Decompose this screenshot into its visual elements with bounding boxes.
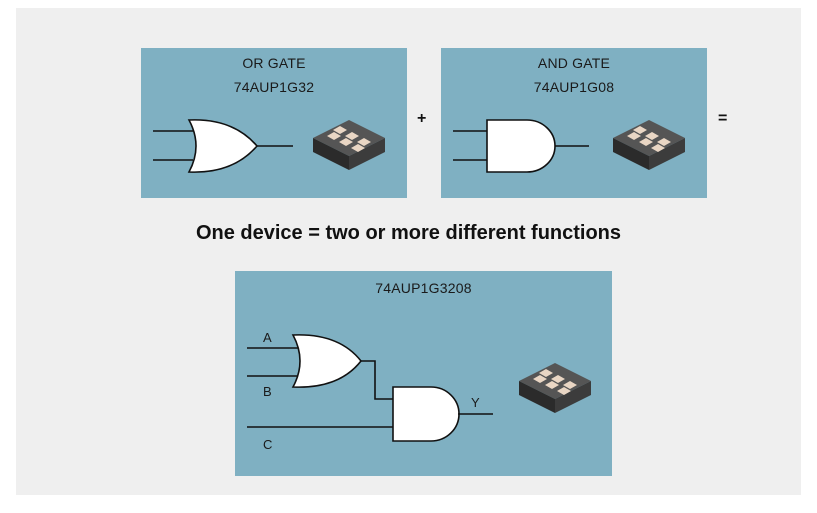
combined-logic-diagram: A B C Y	[247, 330, 493, 452]
pin-a-label: A	[263, 330, 272, 345]
pin-c-label: C	[263, 437, 272, 452]
or-gate-card: OR GATE 74AUP1G32	[141, 48, 407, 198]
chip-package-icon	[519, 363, 591, 413]
or-gate-part-number: 74AUP1G32	[233, 79, 315, 95]
or-gate-title: OR GATE	[242, 55, 306, 71]
pin-y-label: Y	[471, 395, 480, 410]
and-gate-card: AND GATE 74AUP1G08	[441, 48, 707, 198]
and-gate-title: AND GATE	[537, 55, 611, 71]
tagline: One device = two or more different funct…	[195, 222, 622, 244]
plus-operator: +	[417, 110, 427, 127]
and-gate-symbol	[453, 119, 589, 173]
pin-b-label: B	[263, 384, 272, 399]
chip-package-icon	[613, 120, 685, 170]
combined-device-card: 74AUP1G3208 A B C Y	[235, 271, 612, 476]
or-gate-symbol	[153, 119, 293, 173]
chip-package-icon	[313, 120, 385, 170]
combined-part-number: 74AUP1G3208	[375, 280, 472, 296]
and-gate-part-number: 74AUP1G08	[533, 79, 615, 95]
equals-operator: =	[718, 110, 728, 127]
